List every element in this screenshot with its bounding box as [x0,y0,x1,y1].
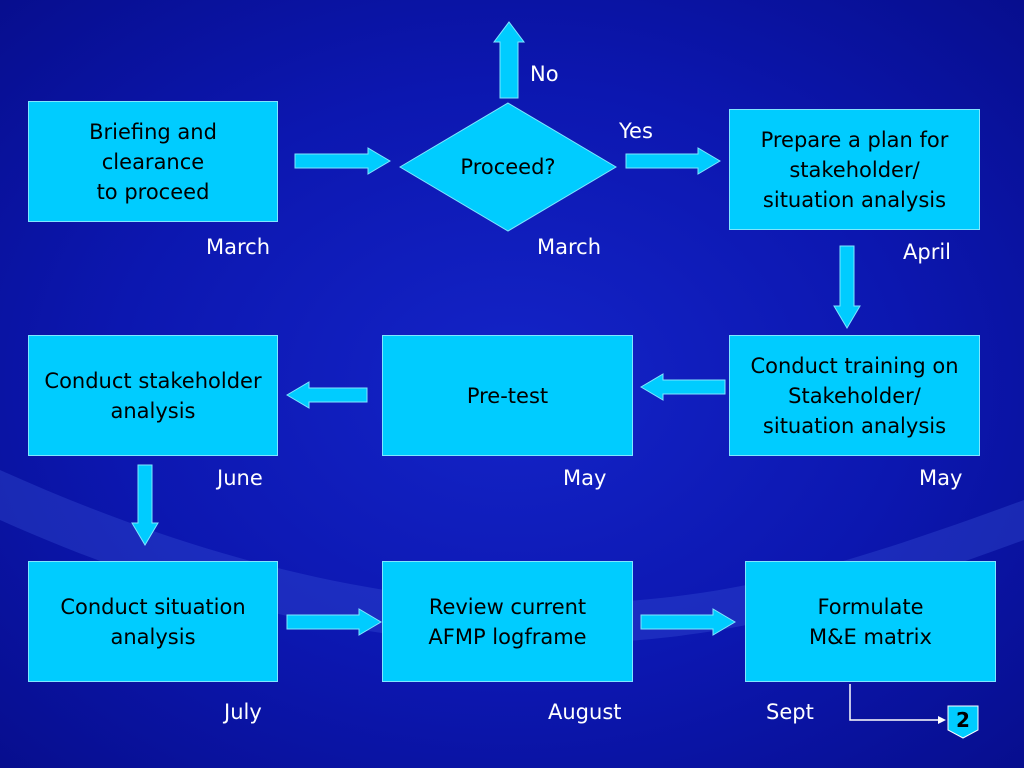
month-label-proceed: March [537,235,602,259]
decision-yes-label: Yes [619,119,653,143]
connector-arrowhead [938,716,946,724]
conduct-situation-text: Conduct situation analysis [60,594,246,649]
arrow-briefing-to-proceed [294,147,391,175]
decision-no-label: No [530,62,559,86]
arrow-training-to-pretest [640,373,726,401]
conduct-situation-box: Conduct situation analysis [28,561,278,682]
arrow-no-up [493,21,525,99]
connector-to-next-page [849,684,938,721]
next-page-number[interactable]: 2 [956,708,970,732]
proceed-decision-diamond [399,102,617,232]
briefing-text: Briefing and clearance to proceed [89,119,217,204]
briefing-box: Briefing and clearance to proceed [28,101,278,222]
formulate-matrix-box: Formulate M&E matrix [745,561,996,682]
review-logframe-box: Review current AFMP logframe [382,561,633,682]
arrow-plan-to-training [833,245,861,329]
month-label-briefing: March [206,235,271,259]
arrow-situation-to-logframe [286,608,382,636]
arrow-pretest-to-stakeholder [286,381,368,409]
conduct-stakeholder-box: Conduct stakeholder analysis [28,335,278,456]
month-label-formulate-matrix: Sept [766,700,814,724]
pretest-text: Pre-test [466,383,549,408]
month-label-conduct-stakeholder: June [217,466,263,490]
month-label-prepare-plan: April [903,240,951,264]
proceed-text: Proceed? [460,155,556,179]
review-logframe-text: Review current AFMP logframe [428,594,587,649]
arrow-stakeholder-to-situation [131,464,159,546]
conduct-training-text: Conduct training on Stakeholder/ situati… [750,353,959,438]
month-label-pretest: May [563,466,607,490]
next-page-connector [947,705,979,739]
arrow-proceed-to-plan [625,147,721,175]
prepare-plan-box: Prepare a plan for stakeholder/ situatio… [729,109,980,230]
prepare-plan-text: Prepare a plan for stakeholder/ situatio… [760,127,949,212]
month-label-review-logframe: August [548,700,622,724]
month-label-conduct-situation: July [224,700,262,724]
arrow-logframe-to-matrix [640,608,736,636]
formulate-matrix-text: Formulate M&E matrix [809,594,932,649]
pretest-box: Pre-test [382,335,633,456]
conduct-training-box: Conduct training on Stakeholder/ situati… [729,335,980,456]
conduct-stakeholder-text: Conduct stakeholder analysis [44,368,262,423]
month-label-conduct-training: May [919,466,963,490]
